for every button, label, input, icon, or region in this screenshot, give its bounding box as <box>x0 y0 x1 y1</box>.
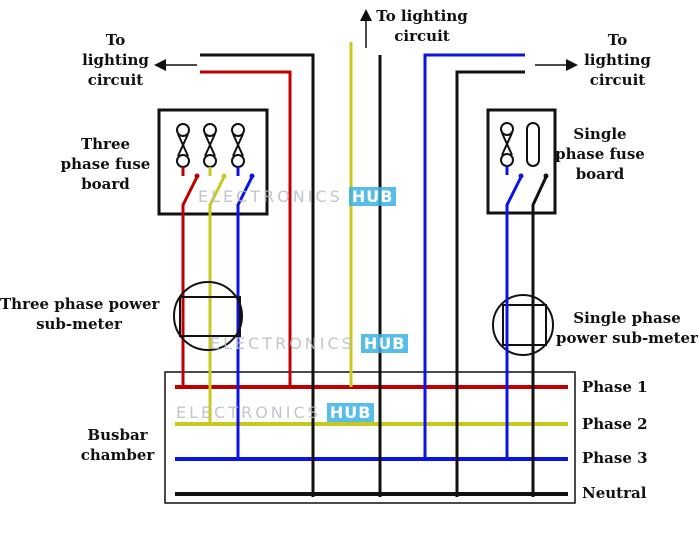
label-lighting-left: To lighting circuit <box>78 30 153 90</box>
watermark-brand: HUB <box>326 403 375 422</box>
label-line: To lighting <box>376 7 468 25</box>
fuse-icon <box>500 122 540 167</box>
label-line: circuit <box>87 71 144 89</box>
wire-lighting-right-blue <box>423 53 525 459</box>
label-phase2: Phase 2 <box>582 415 648 433</box>
label-line: lighting <box>584 51 651 69</box>
label-line: circuit <box>394 27 450 45</box>
label-line: To <box>105 31 126 49</box>
watermark-brand: HUB <box>348 187 397 206</box>
single-phase-meter <box>492 294 554 356</box>
label-line: phase fuse <box>555 145 645 163</box>
label-line: phase fuse <box>60 155 151 173</box>
wire-lighting-left-red <box>200 70 292 387</box>
single-phase-fuse-board <box>486 108 557 215</box>
wire-lighting-left-black <box>200 53 315 497</box>
label-line: chamber <box>80 446 155 464</box>
watermark-text: ELECTRONICS <box>198 187 343 206</box>
label-phase1: Phase 1 <box>582 378 648 396</box>
label-phase3: Phase 3 <box>582 449 648 467</box>
label-line: To <box>607 31 628 49</box>
three-phase-meter <box>173 281 243 351</box>
watermark: ELECTRONICS HUB <box>198 187 397 206</box>
watermark-text: ELECTRONICS <box>210 334 355 353</box>
label-line: Busbar <box>87 426 148 444</box>
watermark-text: ELECTRONICS <box>176 403 321 422</box>
label-line: board <box>81 175 130 193</box>
label-line: Single phase <box>573 309 681 327</box>
label-line: lighting <box>82 51 149 69</box>
switch-icon <box>505 166 549 497</box>
label-line: board <box>575 165 625 183</box>
watermark: ELECTRONICS HUB <box>210 334 409 353</box>
busbar-chamber <box>164 371 576 504</box>
label-single-phase-meter: Single phase power sub-meter <box>556 308 698 348</box>
label-line: circuit <box>589 71 646 89</box>
watermark: ELECTRONICS HUB <box>176 403 375 422</box>
watermark-brand: HUB <box>360 334 409 353</box>
label-three-phase-meter: Three phase power sub-meter <box>0 294 160 334</box>
label-lighting-center: To lighting circuit <box>372 6 472 46</box>
label-neutral: Neutral <box>582 484 647 502</box>
label-line: sub-meter <box>36 315 122 333</box>
wire-lighting-right-black <box>455 70 525 497</box>
label-line: power sub-meter <box>556 329 698 347</box>
label-line: Single <box>573 125 627 143</box>
label-line: Three <box>80 135 131 153</box>
label-busbar: Busbar chamber <box>75 425 160 465</box>
label-single-phase-fuse: Single phase fuse board <box>555 124 645 184</box>
label-lighting-right: To lighting circuit <box>580 30 655 90</box>
label-three-phase-fuse: Three phase fuse board <box>58 134 153 194</box>
label-line: Three phase power <box>0 295 160 313</box>
